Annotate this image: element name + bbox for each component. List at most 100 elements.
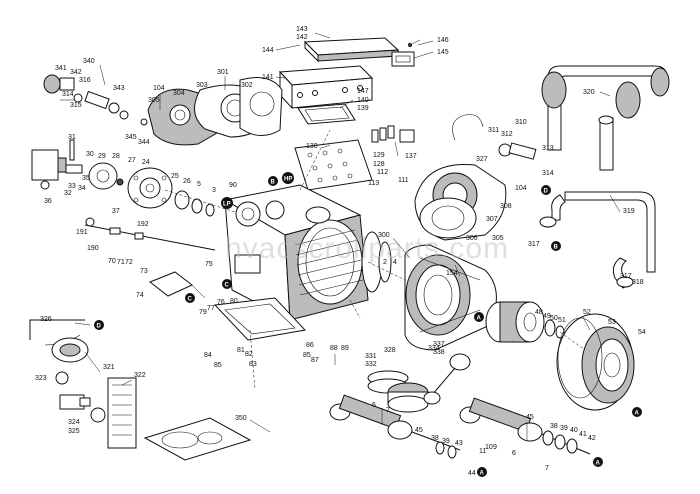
part-label: 48 — [535, 309, 543, 316]
part-label: 44 — [468, 470, 476, 477]
part-label: 31 — [68, 134, 76, 141]
part-label: 82 — [245, 351, 253, 358]
cylinder-head-assembly — [140, 77, 283, 146]
assembly-dashed-lines — [164, 129, 586, 391]
part-label: 308 — [500, 203, 512, 210]
part-label: 147 — [357, 88, 369, 95]
part-label: 4 — [393, 259, 397, 266]
part-label: 38 — [550, 423, 558, 430]
part-label: 90 — [229, 182, 237, 189]
part-label: 344 — [138, 139, 150, 146]
part-label: 45 — [415, 427, 423, 434]
svg-text:A: A — [635, 411, 640, 417]
part-label: 38 — [431, 435, 439, 442]
lifting-handle — [541, 65, 670, 171]
part-label: 28 — [112, 153, 120, 160]
part-label: 79 — [199, 309, 207, 316]
part-label: 104 — [153, 85, 165, 92]
terminal-box-gasket — [297, 103, 356, 125]
part-label: 154 — [446, 270, 458, 277]
part-label: 11 — [479, 448, 486, 455]
motor-end-cover — [556, 313, 635, 411]
part-label: 145 — [437, 49, 449, 56]
part-label: 324 — [68, 419, 80, 426]
part-label: 39 — [560, 425, 568, 432]
svg-text:B: B — [554, 245, 559, 251]
service-valve-assembly — [43, 74, 129, 120]
part-label: 70 — [108, 258, 116, 265]
bearing-housing — [127, 167, 173, 209]
crankcase-body — [223, 184, 369, 321]
part-label: 84 — [204, 352, 212, 359]
part-label: 340 — [83, 58, 95, 65]
part-label: 128 — [373, 161, 385, 168]
callout-b-top: B — [268, 176, 278, 186]
part-label: 141 — [262, 74, 274, 81]
part-label: 33 — [68, 183, 76, 190]
callout-b-right: B — [551, 241, 561, 251]
part-label: 7 — [386, 407, 390, 414]
part-label: 313 — [542, 145, 554, 152]
oil-pressure-switch — [31, 139, 83, 190]
part-label: 327 — [476, 156, 488, 163]
end-cover-gasket — [557, 317, 603, 399]
callout-c-right: C — [222, 279, 232, 289]
part-label: 86 — [306, 342, 314, 349]
part-label: 3 — [212, 187, 216, 194]
terminal-box-cover — [303, 37, 400, 63]
shaft-seal-rings — [174, 190, 215, 217]
part-label: 75 — [205, 261, 213, 268]
part-label: 139 — [357, 105, 369, 112]
part-label: 51 — [558, 317, 566, 324]
svg-text:HP: HP — [284, 177, 292, 183]
part-label: 39 — [442, 438, 450, 445]
connecting-rod — [423, 353, 471, 405]
part-label: 112 — [377, 169, 388, 176]
part-label: 80 — [230, 298, 238, 305]
part-label: 332 — [365, 361, 377, 368]
part-label: 6 — [372, 402, 376, 409]
part-label: 9 — [493, 444, 497, 451]
part-label: 37 — [112, 208, 120, 215]
part-label: 41 — [579, 431, 587, 438]
part-label: 343 — [113, 85, 125, 92]
svg-text:A: A — [477, 316, 482, 322]
callout-a-bottom-left: A — [477, 467, 487, 477]
part-label: 88 — [330, 345, 338, 352]
part-label: 307 — [486, 216, 498, 223]
svg-text:D: D — [97, 324, 102, 330]
part-label: 81 — [237, 347, 245, 354]
part-label: 27 — [128, 157, 136, 164]
part-label: 328 — [384, 347, 396, 354]
callout-lp: LP — [221, 197, 233, 209]
part-label: 318 — [632, 279, 644, 286]
oil-cooler-plate — [107, 377, 137, 449]
part-label: 111 — [398, 177, 409, 184]
part-label: 303 — [196, 82, 208, 89]
part-label: 146 — [437, 37, 449, 44]
terminal-plate — [294, 139, 373, 191]
part-label: 322 — [134, 372, 146, 379]
part-label: 137 — [405, 153, 417, 160]
callout-a-bottom-right: A — [593, 457, 603, 467]
part-label: 25 — [171, 173, 179, 180]
part-label: 338 — [433, 349, 445, 356]
part-label: 83 — [249, 361, 257, 368]
part-label: 7 — [545, 465, 549, 472]
callout-a-motor: A — [474, 312, 484, 322]
callout-d-left: D — [94, 320, 104, 330]
callout-hp: HP — [282, 172, 294, 184]
part-labels: 143 142 144 146 145 141 147 140 139 340 … — [35, 26, 646, 477]
part-label: 317 — [528, 241, 540, 248]
rod-assembly — [84, 217, 216, 251]
part-label: 76 — [217, 299, 225, 306]
svg-text:C: C — [188, 297, 193, 303]
part-label: 142 — [296, 34, 308, 41]
module-block — [391, 39, 421, 67]
part-label: 312 — [501, 131, 513, 138]
piston-rings — [367, 370, 429, 413]
svg-text:A: A — [596, 461, 601, 467]
valve-head-right — [414, 114, 537, 241]
part-label: 140 — [357, 97, 369, 104]
